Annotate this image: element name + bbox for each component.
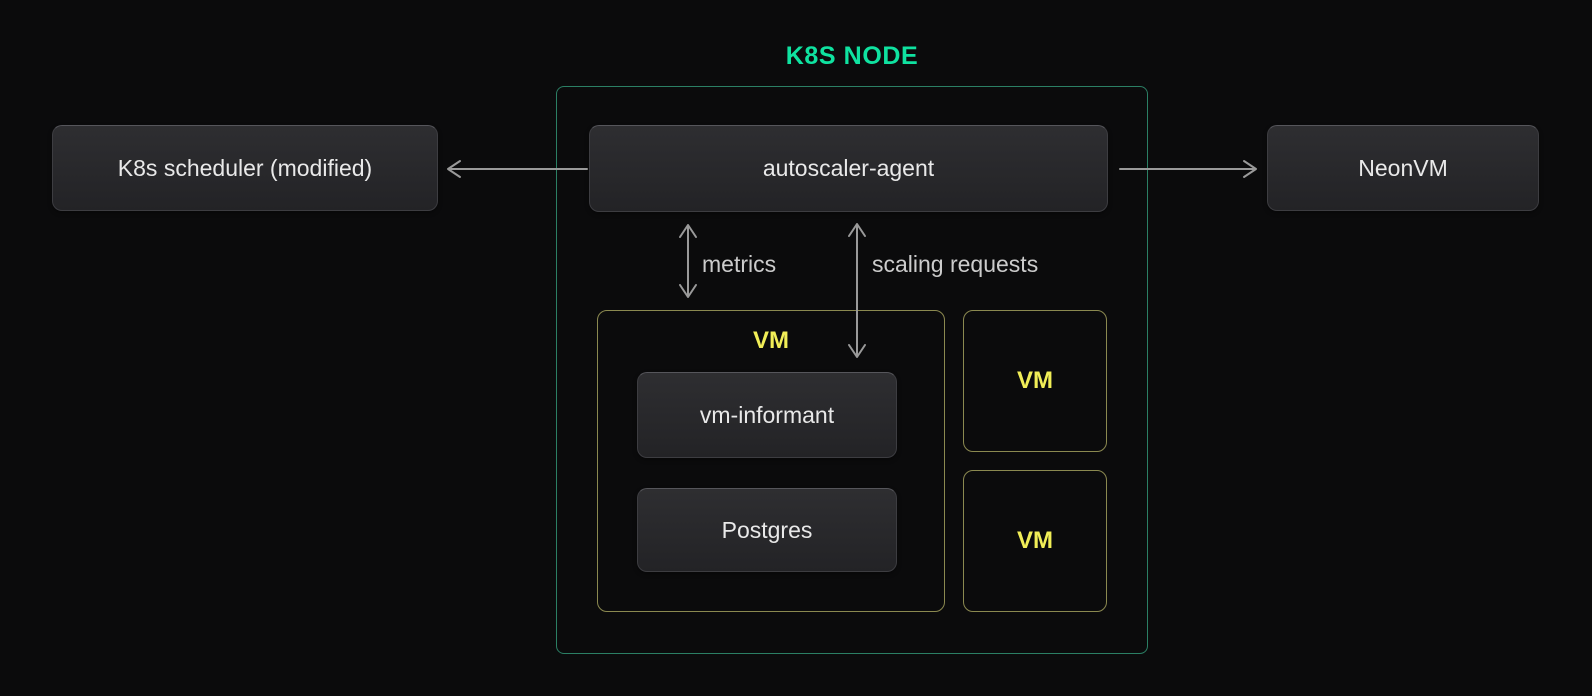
vm-box-main-label: VM [753,327,789,354]
vm-box-3: VM [963,470,1107,612]
k8s-node-title: K8S NODE [785,42,919,70]
node-k8s-scheduler: K8s scheduler (modified) [52,125,438,211]
vm-box-3-label: VM [1017,527,1053,554]
k8s-node-container [556,86,1148,654]
vm-box-main: VM [597,310,945,612]
vm-box-2: VM [963,310,1107,452]
node-postgres: Postgres [637,488,897,572]
node-vm-informant: vm-informant [637,372,897,458]
edge-label-metrics: metrics [702,251,777,277]
node-neonvm: NeonVM [1267,125,1539,211]
vm-box-2-label: VM [1017,367,1053,394]
node-autoscaler-agent: autoscaler-agent [589,125,1108,212]
edge-label-scaling-requests: scaling requests [872,251,1039,277]
